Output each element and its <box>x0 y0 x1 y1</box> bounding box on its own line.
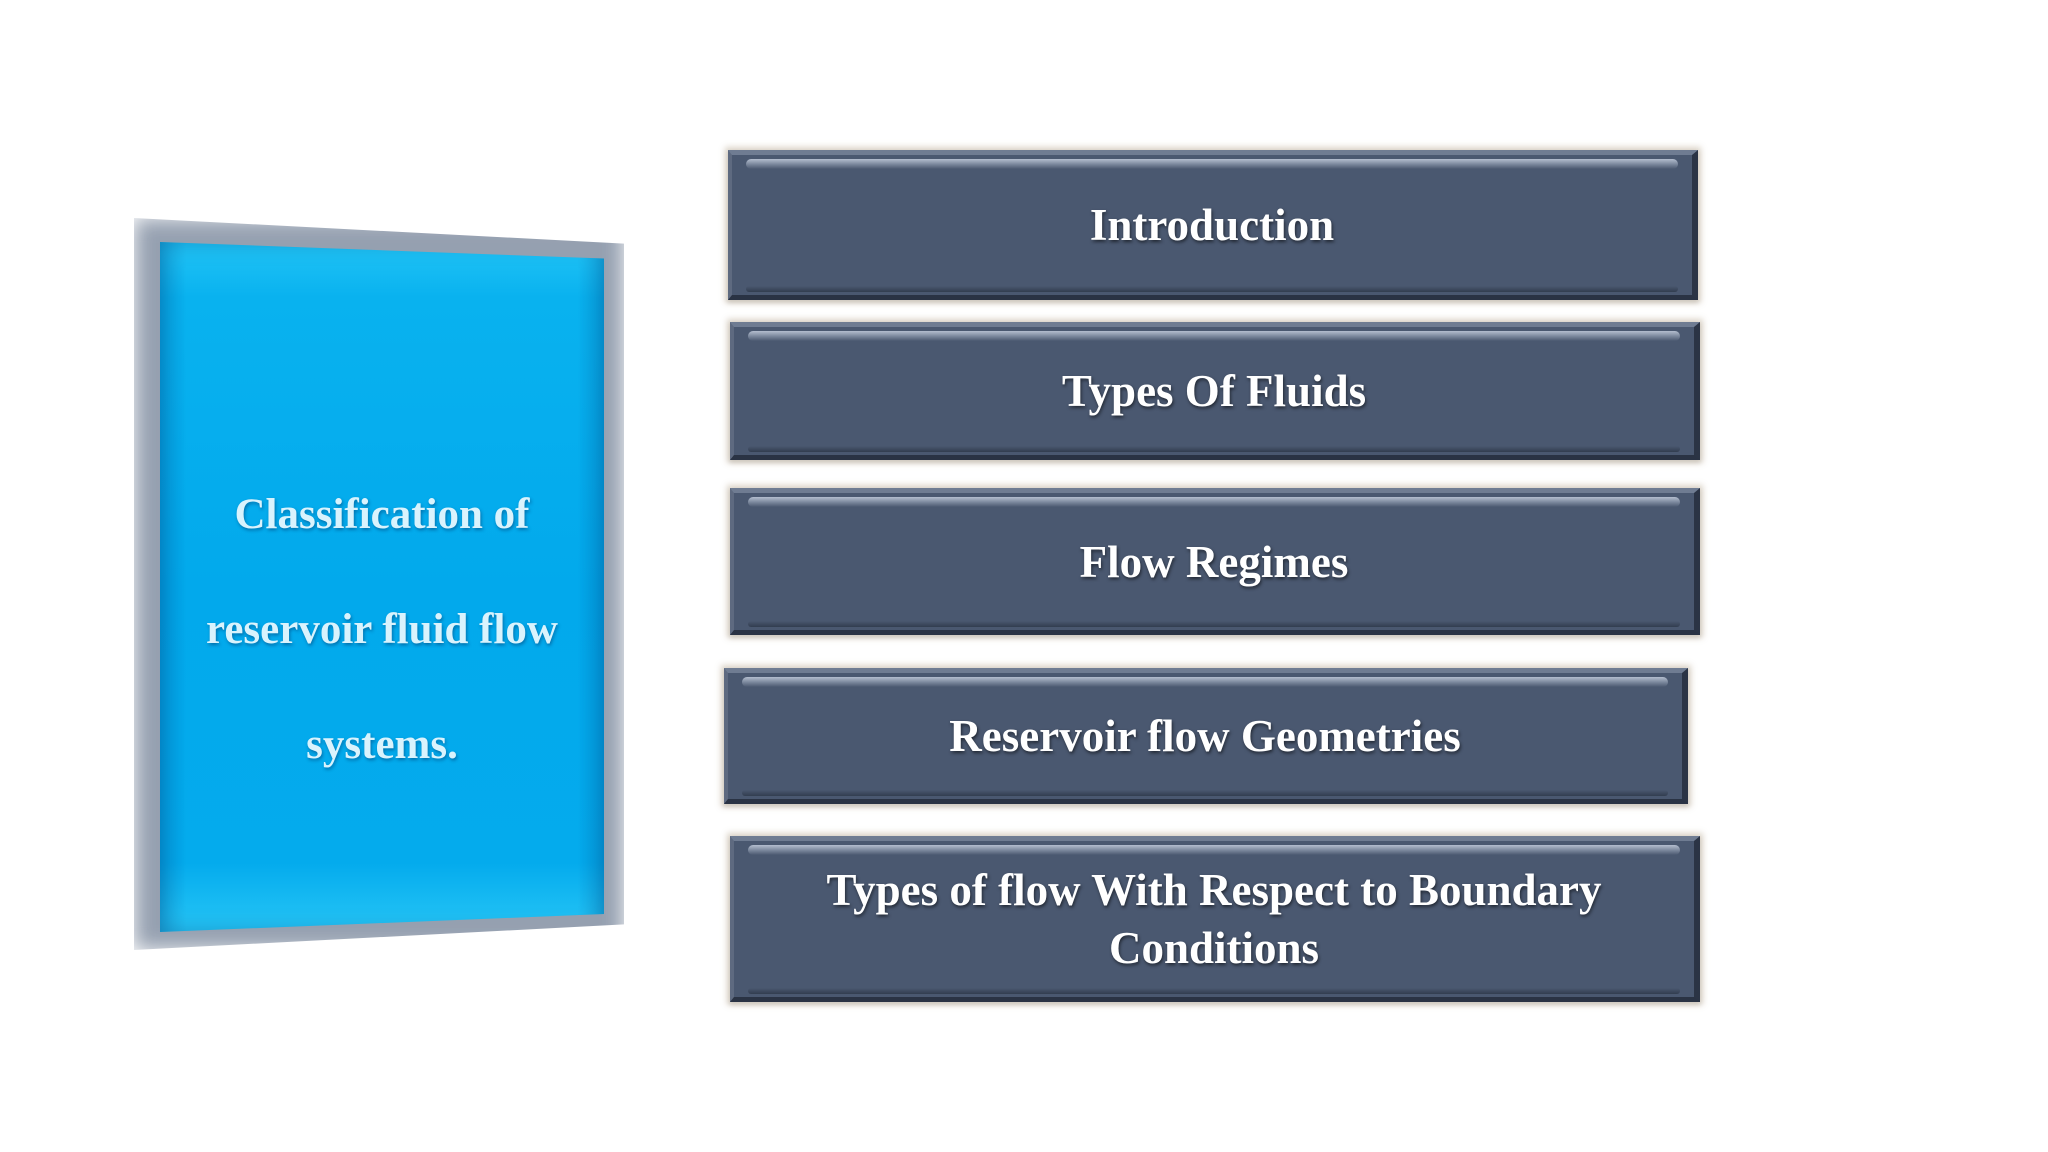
panel-title-line-3: systems. <box>306 721 458 768</box>
topic-label: Introduction <box>1089 200 1335 250</box>
panel-title-line-1: Classification of <box>234 491 530 538</box>
panel-bevel <box>160 242 604 932</box>
panel-title: Classification of reservoir fluid flow s… <box>160 457 604 802</box>
topic-bar-flow-regimes: Flow Regimes <box>730 488 1700 635</box>
topic-label: Types of flow With Respect to Boundary C… <box>826 865 1602 973</box>
topic-label: Flow Regimes <box>1079 536 1349 587</box>
panel-face: Classification of reservoir fluid flow s… <box>160 242 604 932</box>
topic-bar-types-of-fluids: Types Of Fluids <box>730 322 1700 460</box>
topic-bar-boundary-conditions: Types of flow With Respect to Boundary C… <box>730 836 1700 1002</box>
topic-bar-reservoir-flow-geometries: Reservoir flow Geometries <box>724 668 1688 804</box>
panel-title-line-2: reservoir fluid flow <box>206 606 558 653</box>
topic-bar-introduction: Introduction <box>728 150 1698 300</box>
topic-label: Types Of Fluids <box>1061 366 1367 416</box>
classification-panel: Classification of reservoir fluid flow s… <box>134 218 624 950</box>
topic-label: Reservoir flow Geometries <box>949 711 1461 761</box>
